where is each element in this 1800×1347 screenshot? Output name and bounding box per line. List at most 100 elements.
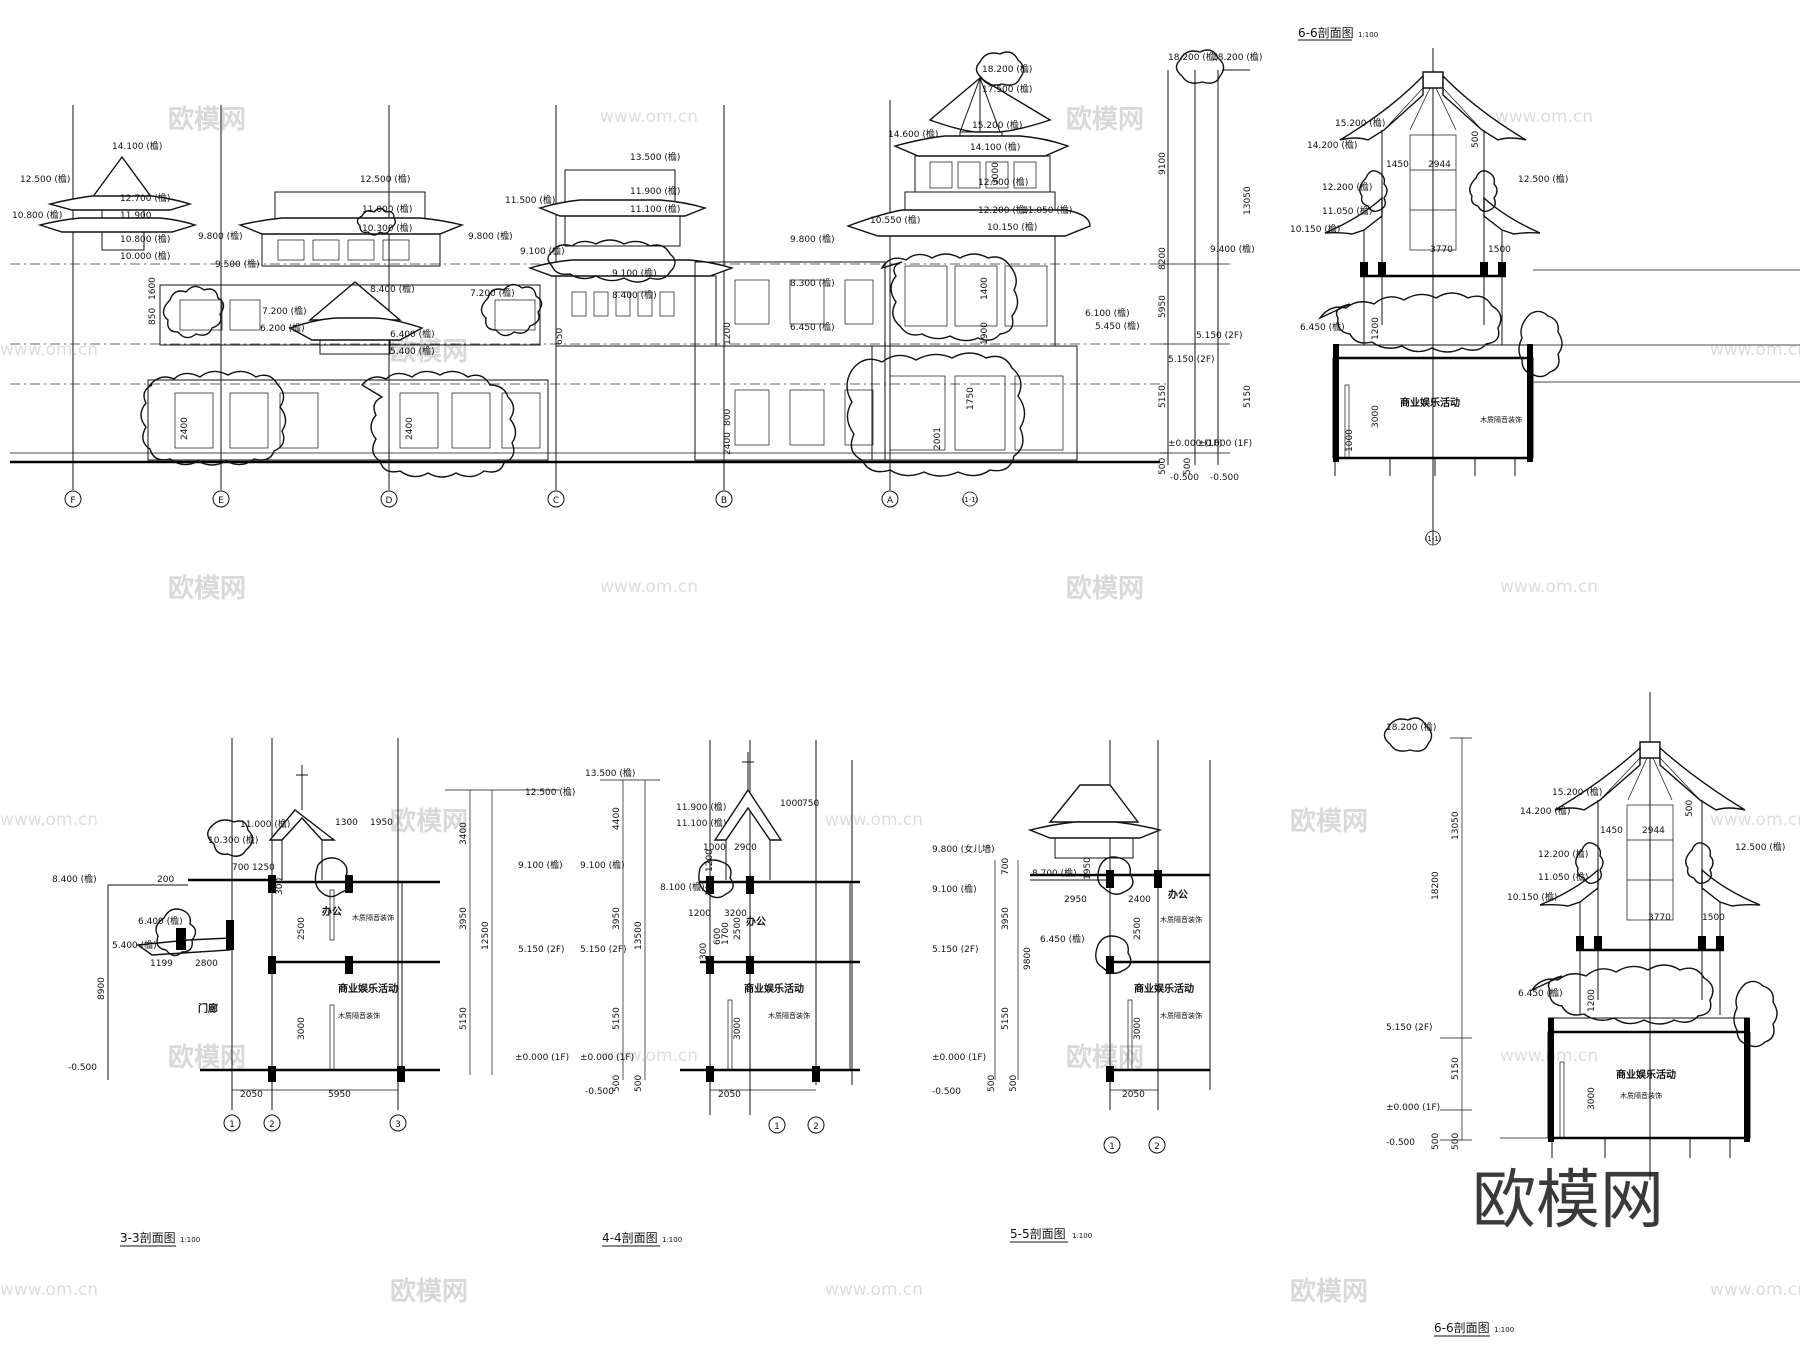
svg-text:2500: 2500 xyxy=(1133,917,1143,940)
svg-text:1250: 1250 xyxy=(252,863,275,873)
svg-text:3770: 3770 xyxy=(1648,913,1671,923)
level-label: 5.150 (2F) xyxy=(932,945,979,955)
svg-text:3000: 3000 xyxy=(1371,405,1381,428)
level-label: ±0.000 (1F) xyxy=(1386,1103,1440,1113)
level-label: 9.100 (檐) xyxy=(932,883,977,895)
level-label: 11.500 (檐) xyxy=(505,194,555,206)
room-label-office: 办公 xyxy=(746,915,766,928)
level-label: 8.700 (檐) xyxy=(1032,867,1077,879)
level-label: 11.900 xyxy=(120,211,152,221)
axis-bubble-B: B xyxy=(715,490,733,508)
watermark-url: www.om.cn xyxy=(1495,107,1593,127)
svg-text:3950: 3950 xyxy=(459,907,469,930)
section-title: 4-4剖面图 xyxy=(602,1231,658,1245)
level-label: 12.200 (檐) xyxy=(1322,181,1372,193)
svg-text:1750: 1750 xyxy=(966,387,976,410)
level-label: 5.400 (檐) xyxy=(112,939,157,951)
svg-text:2400: 2400 xyxy=(723,432,733,455)
level-label: 11.100 (檐) xyxy=(676,817,726,829)
svg-text:3: 3 xyxy=(395,1120,401,1130)
room-label-office: 办公 xyxy=(1168,888,1188,901)
svg-text:600: 600 xyxy=(713,928,723,945)
level-label: 14.200 (檐) xyxy=(1520,805,1570,817)
svg-text:5150: 5150 xyxy=(1001,1007,1011,1030)
room-note: 木质隔音装饰 xyxy=(1480,415,1522,424)
watermark-brand: 欧模网 xyxy=(168,1042,246,1073)
level-label: -0.500 xyxy=(1386,1138,1415,1148)
svg-text:3200: 3200 xyxy=(724,909,747,919)
top-elevation: F E D C B A (1-1) 14.100 (檐) 12.500 (檐) … xyxy=(10,49,1262,508)
svg-text:5150: 5150 xyxy=(1158,385,1168,408)
svg-text:1300: 1300 xyxy=(335,818,358,828)
level-label: 6.450 (檐) xyxy=(1040,933,1085,945)
svg-text:2001: 2001 xyxy=(933,427,943,450)
svg-text:2500: 2500 xyxy=(733,917,743,940)
watermark-url: www.om.cn xyxy=(0,810,98,830)
level-label: 5.150 (2F) xyxy=(580,945,627,955)
level-label: ±0.000 (1F) xyxy=(1198,439,1252,449)
axis-bubble-E: E xyxy=(212,490,230,508)
level-label: -0.500 xyxy=(68,1063,97,1073)
level-label: 10.150 (檐) xyxy=(1507,891,1557,903)
level-label: 6.200 (檐) xyxy=(260,322,305,334)
level-label: -0.500 xyxy=(932,1087,961,1097)
watermark-url: www.om.cn xyxy=(1710,810,1800,830)
section-title: 6-6剖面图 xyxy=(1434,1321,1490,1335)
section-scale: 1:100 xyxy=(180,1236,200,1244)
svg-text:1200: 1200 xyxy=(1371,317,1381,340)
room-note: 木质隔音装饰 xyxy=(338,1011,380,1020)
axis-bubble-A: A xyxy=(881,490,899,508)
level-label: 11.000 (檐) xyxy=(362,203,412,215)
svg-text:2: 2 xyxy=(269,1120,275,1130)
axis-bubble-C: C xyxy=(547,490,565,508)
svg-text:3000: 3000 xyxy=(297,1017,307,1040)
watermark-brand: 欧模网 xyxy=(390,806,468,837)
svg-text:2500: 2500 xyxy=(297,917,307,940)
svg-text:9800: 9800 xyxy=(1023,947,1033,970)
svg-text:B: B xyxy=(721,496,727,506)
level-label: 6.100 (檐) xyxy=(1085,307,1130,319)
room-label-commercial: 商业娱乐活动 xyxy=(338,982,398,995)
level-label: 11.050 (檐) xyxy=(1538,871,1588,883)
level-label: 10.300 (檐) xyxy=(208,834,258,846)
svg-text:5950: 5950 xyxy=(1158,295,1168,318)
building-B: 9.800 (檐) 8.300 (檐) 6.450 (檐) 1200 800 2… xyxy=(694,233,886,461)
svg-text:650: 650 xyxy=(555,328,565,345)
watermark-url: www.om.cn xyxy=(1710,1280,1800,1300)
level-label: 5.150 (2F) xyxy=(1168,355,1215,365)
level-label: 6.450 (檐) xyxy=(1300,321,1345,333)
watermark-brand: 欧模网 xyxy=(168,104,246,135)
level-label: 10.800 (檐) xyxy=(120,233,170,245)
level-label: 9.100 (檐) xyxy=(612,267,657,279)
svg-text:18200: 18200 xyxy=(1431,871,1441,900)
svg-text:E: E xyxy=(218,496,224,506)
level-label: 12.200 (檐) xyxy=(978,204,1028,216)
level-label: 8.400 (檐) xyxy=(52,873,97,885)
svg-text:2900: 2900 xyxy=(734,843,757,853)
level-label: 11.100 (檐) xyxy=(630,203,680,215)
ground-floor-left-block: 850 1600 2400 2400 xyxy=(140,277,549,478)
svg-text:200: 200 xyxy=(157,875,174,885)
level-label: 9.800 (女儿墙) xyxy=(932,843,995,855)
level-label: 10.150 (檐) xyxy=(987,221,1037,233)
svg-text:D: D xyxy=(386,496,393,506)
level-label: ±0.000 (1F) xyxy=(1168,439,1222,449)
level-label: 14.200 (檐) xyxy=(1307,139,1357,151)
level-label: 12.700 (檐) xyxy=(120,192,170,204)
level-label: 10.800 (檐) xyxy=(12,209,62,221)
watermark-url: www.om.cn xyxy=(600,1046,698,1066)
watermark-brand: 欧模网 xyxy=(390,1276,468,1307)
watermark-brand: 欧模网 xyxy=(1290,806,1368,837)
level-label: 11.900 (檐) xyxy=(676,801,726,813)
svg-text:1: 1 xyxy=(1109,1142,1115,1152)
svg-text:2400: 2400 xyxy=(1128,895,1151,905)
level-label: 12.500 (檐) xyxy=(525,786,575,798)
svg-text:2400: 2400 xyxy=(405,417,415,440)
axis-bubble-1: 1 xyxy=(223,1114,241,1132)
level-label: 9.500 (檐) xyxy=(215,258,260,270)
level-label: 18.200 (檐) xyxy=(1168,51,1218,63)
svg-text:3000: 3000 xyxy=(1587,1087,1597,1110)
svg-text:1199: 1199 xyxy=(150,959,173,969)
section-5-5: 办公 木质隔音装饰 商业娱乐活动 木质隔音装饰 9.800 (女儿墙) 9.10… xyxy=(932,740,1211,1243)
level-label: 8.100 (檐) xyxy=(660,881,705,893)
